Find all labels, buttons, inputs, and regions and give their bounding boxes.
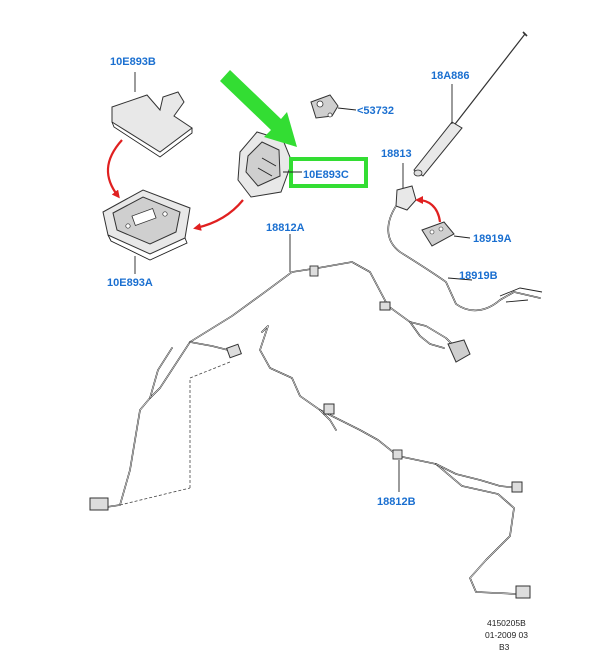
label-18919A: 18919A xyxy=(473,233,512,245)
part-18919A-connector xyxy=(421,221,471,247)
red-arrow-connector-to-module xyxy=(415,196,442,223)
label-18A886: 18A886 xyxy=(431,70,470,82)
connector-18812A-end xyxy=(89,497,109,511)
connector-18812B-end xyxy=(515,585,531,599)
label-18812B: 18812B xyxy=(377,496,416,508)
highlight-box xyxy=(289,157,368,188)
part-10E893A-housing xyxy=(102,189,191,261)
label-10E893C: 10E893C xyxy=(303,169,349,181)
part-18813-module xyxy=(395,163,417,211)
part-18812A-harness xyxy=(89,261,471,511)
highlight-arrow xyxy=(220,70,297,147)
footer-date: 01-2009 03 xyxy=(485,630,528,640)
label-18812A: 18812A xyxy=(266,222,305,234)
part-10E893C-bracket xyxy=(237,131,293,198)
dashed-link xyxy=(189,361,231,488)
label-10E893B: 10E893B xyxy=(110,56,156,68)
label-53732: <53732 xyxy=(357,105,394,117)
part-10E893B-cover xyxy=(111,91,193,158)
part-18812B-harness xyxy=(259,325,531,599)
part-18A886-antenna xyxy=(413,31,528,177)
red-arrow-bracket-to-housing xyxy=(193,199,244,231)
footer-revision: B3 xyxy=(499,642,510,652)
part-53732-clip xyxy=(310,94,357,119)
label-18813: 18813 xyxy=(381,148,412,160)
label-18919B: 18919B xyxy=(459,270,498,282)
red-arrow-cover-to-housing xyxy=(106,139,123,199)
part-18919B-cable xyxy=(387,205,543,312)
footer-drawing-number: 4150205B xyxy=(487,618,526,628)
label-10E893A: 10E893A xyxy=(107,277,153,289)
